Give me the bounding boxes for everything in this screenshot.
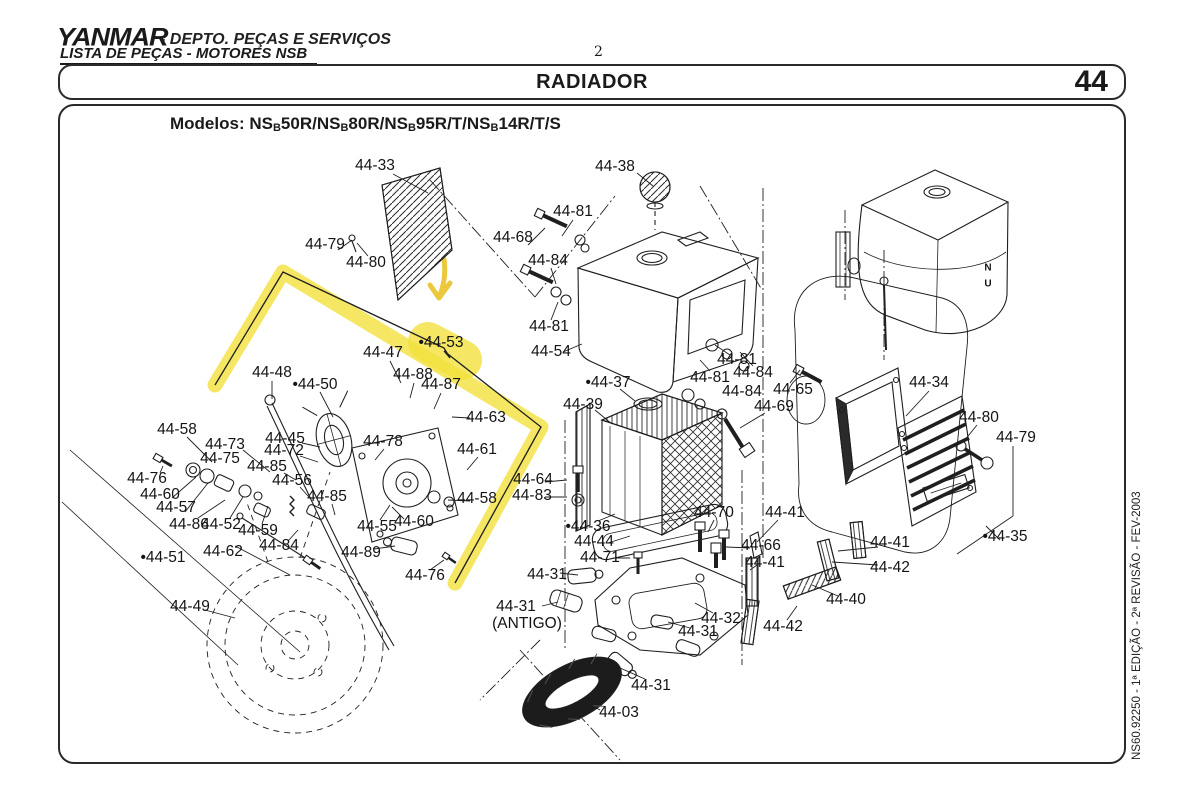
list-right: MOTORES NSB	[195, 45, 308, 62]
page-number: 2	[594, 44, 603, 60]
yanmar-logo: YANMAR	[57, 23, 168, 51]
edition-note: NS60.92250 - 1ª EDIÇÃO - 2ª REVISÃO - FE…	[1131, 491, 1143, 760]
section-title-bar: RADIADOR 44	[58, 64, 1126, 100]
models-line: Modelos: NSB50R/NSB80R/NSB95R/T/NSB14R/T…	[170, 114, 561, 134]
department-text: - DEPTO. PEÇAS E SERVIÇOS	[160, 31, 391, 48]
parts-list-line: LISTA DE PEÇAS - MOTORES NSB	[60, 45, 318, 65]
section-title: RADIADOR	[536, 71, 648, 93]
diagram-frame	[58, 104, 1126, 764]
models-value: NSB50R/NSB80R/NSB95R/T/NSB14R/T/S	[249, 114, 561, 134]
list-left: LISTA DE PEÇAS -	[60, 45, 196, 62]
section-number: 44	[1074, 65, 1108, 98]
models-label: Modelos:	[170, 114, 245, 133]
